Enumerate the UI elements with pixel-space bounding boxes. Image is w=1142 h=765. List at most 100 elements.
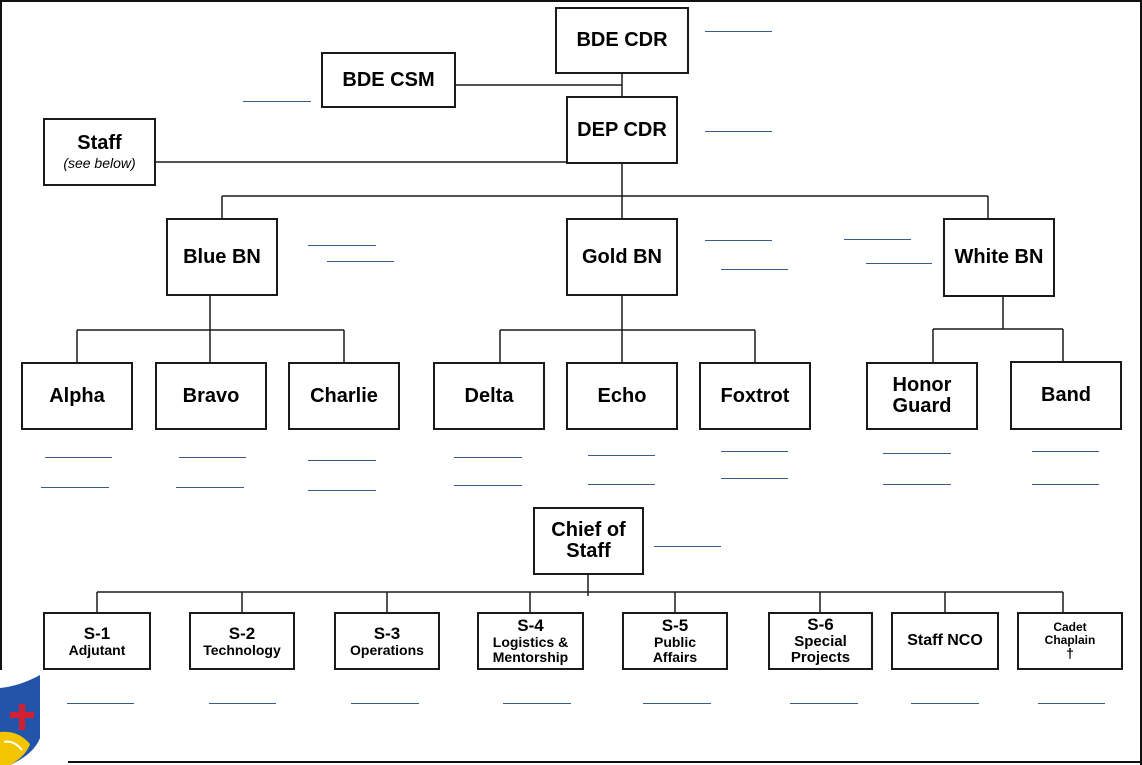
cadet-chaplain-label-line2: Chaplain <box>1044 632 1096 647</box>
s2-label: S-2 <box>228 623 256 643</box>
charlie-label: Charlie <box>310 384 378 407</box>
name-blank-staff-nco[interactable] <box>911 703 979 704</box>
staff-box: Staff (see below) <box>43 118 156 186</box>
frame-top-border <box>0 0 1142 2</box>
dep-cdr-label: DEP CDR <box>577 118 667 141</box>
s2-sublabel: Technology <box>203 641 281 658</box>
white-bn-box: White BN <box>943 218 1055 297</box>
s5-sublabel-line1: Public <box>653 634 696 651</box>
honor-guard-label-line2: Guard <box>892 395 952 417</box>
bde-csm-box: BDE CSM <box>321 52 456 108</box>
name-blank-blue-bn-2[interactable] <box>327 261 394 262</box>
band-label: Band <box>1041 384 1091 406</box>
frame-bottom-border <box>68 761 1140 763</box>
name-blank-gold-bn-1[interactable] <box>705 240 772 241</box>
staff-nco-label: Staff NCO <box>907 631 983 649</box>
s6-label: S-6 <box>807 615 834 635</box>
s6-sublabel-line2: Projects <box>790 648 851 666</box>
echo-label: Echo <box>597 384 647 407</box>
name-blank-delta-1[interactable] <box>454 457 522 458</box>
s4-sublabel-line1: Logistics & <box>492 634 569 651</box>
name-blank-foxtrot-2[interactable] <box>721 478 788 479</box>
s3-label: S-3 <box>373 623 401 643</box>
name-blank-delta-2[interactable] <box>454 485 522 486</box>
foxtrot-company-box: Foxtrot <box>699 362 811 430</box>
name-blank-dep-cdr[interactable] <box>705 131 772 132</box>
chief-of-staff-box: Chief of Staff <box>533 507 644 575</box>
band-box: Band <box>1010 361 1122 430</box>
name-blank-echo-2[interactable] <box>588 484 655 485</box>
name-blank-s4[interactable] <box>503 703 571 704</box>
cadet-chaplain-box: Cadet Chaplain † <box>1017 612 1123 670</box>
name-blank-band-2[interactable] <box>1032 484 1099 485</box>
name-blank-white-bn-2[interactable] <box>866 263 932 264</box>
echo-company-box: Echo <box>566 362 678 430</box>
name-blank-bravo-2[interactable] <box>176 487 244 488</box>
s4-label: S-4 <box>517 616 544 636</box>
staff-label: Staff <box>77 132 122 155</box>
alpha-label: Alpha <box>49 384 105 407</box>
name-blank-charlie-2[interactable] <box>308 490 376 491</box>
name-blank-foxtrot-1[interactable] <box>721 451 788 452</box>
name-blank-s1[interactable] <box>67 703 134 704</box>
s4-box: S-4 Logistics & Mentorship <box>477 612 584 670</box>
name-blank-gold-bn-2[interactable] <box>721 269 788 270</box>
s4-sublabel-line2: Mentorship <box>492 648 569 665</box>
s2-box: S-2 Technology <box>189 612 295 670</box>
s3-box: S-3 Operations <box>334 612 440 670</box>
s1-label: S-1 <box>83 623 111 643</box>
cadet-chaplain-cross: † <box>1066 645 1074 662</box>
honor-guard-label-line1: Honor <box>892 374 952 396</box>
cadet-chaplain-label-line1: Cadet <box>1053 620 1087 635</box>
name-blank-white-bn-1[interactable] <box>844 239 911 240</box>
staff-sublabel: (see below) <box>63 155 136 172</box>
bde-cdr-label: BDE CDR <box>576 29 668 51</box>
gold-bn-label: Gold BN <box>582 245 662 268</box>
name-blank-echo-1[interactable] <box>588 455 655 456</box>
s5-sublabel-line2: Affairs <box>652 648 698 665</box>
name-blank-honor-guard-2[interactable] <box>883 484 951 485</box>
delta-label: Delta <box>464 384 514 407</box>
name-blank-bde-cdr[interactable] <box>705 31 772 32</box>
s1-box: S-1 Adjutant <box>43 612 151 670</box>
s3-sublabel: Operations <box>350 641 424 658</box>
bravo-label: Bravo <box>182 384 240 407</box>
name-blank-blue-bn-1[interactable] <box>308 245 376 246</box>
honor-guard-box: Honor Guard <box>866 362 978 430</box>
chief-of-staff-label-line2: Staff <box>566 540 611 562</box>
name-blank-cadet-chaplain[interactable] <box>1038 703 1105 704</box>
frame-right-border <box>1140 0 1142 765</box>
chief-of-staff-label-line1: Chief of <box>551 519 626 541</box>
s1-sublabel: Adjutant <box>68 641 126 658</box>
alpha-company-box: Alpha <box>21 362 133 430</box>
gold-bn-box: Gold BN <box>566 218 678 296</box>
name-blank-bde-csm[interactable] <box>243 101 311 102</box>
name-blank-s6[interactable] <box>790 703 858 704</box>
bravo-company-box: Bravo <box>155 362 267 430</box>
s5-label: S-5 <box>661 616 689 636</box>
s5-box: S-5 Public Affairs <box>622 612 728 670</box>
s6-sublabel-line1: Special <box>794 633 847 651</box>
bde-csm-label: BDE CSM <box>342 68 435 91</box>
white-bn-label: White BN <box>954 246 1044 268</box>
s6-box: S-6 Special Projects <box>768 612 873 670</box>
name-blank-s5[interactable] <box>643 703 711 704</box>
name-blank-band-1[interactable] <box>1032 451 1099 452</box>
name-blank-chief-of-staff[interactable] <box>654 546 721 547</box>
frame-left-border <box>0 0 2 670</box>
shield-cross-icon <box>0 675 40 765</box>
name-blank-alpha-2[interactable] <box>41 487 109 488</box>
name-blank-honor-guard-1[interactable] <box>883 453 951 454</box>
name-blank-s2[interactable] <box>209 703 276 704</box>
charlie-company-box: Charlie <box>288 362 400 430</box>
staff-nco-box: Staff NCO <box>891 612 999 670</box>
blue-bn-label: Blue BN <box>183 245 261 268</box>
name-blank-charlie-1[interactable] <box>308 460 376 461</box>
name-blank-bravo-1[interactable] <box>179 457 246 458</box>
dep-cdr-box: DEP CDR <box>566 96 678 164</box>
name-blank-s3[interactable] <box>351 703 419 704</box>
foxtrot-label: Foxtrot <box>720 384 790 407</box>
name-blank-alpha-1[interactable] <box>45 457 112 458</box>
delta-company-box: Delta <box>433 362 545 430</box>
